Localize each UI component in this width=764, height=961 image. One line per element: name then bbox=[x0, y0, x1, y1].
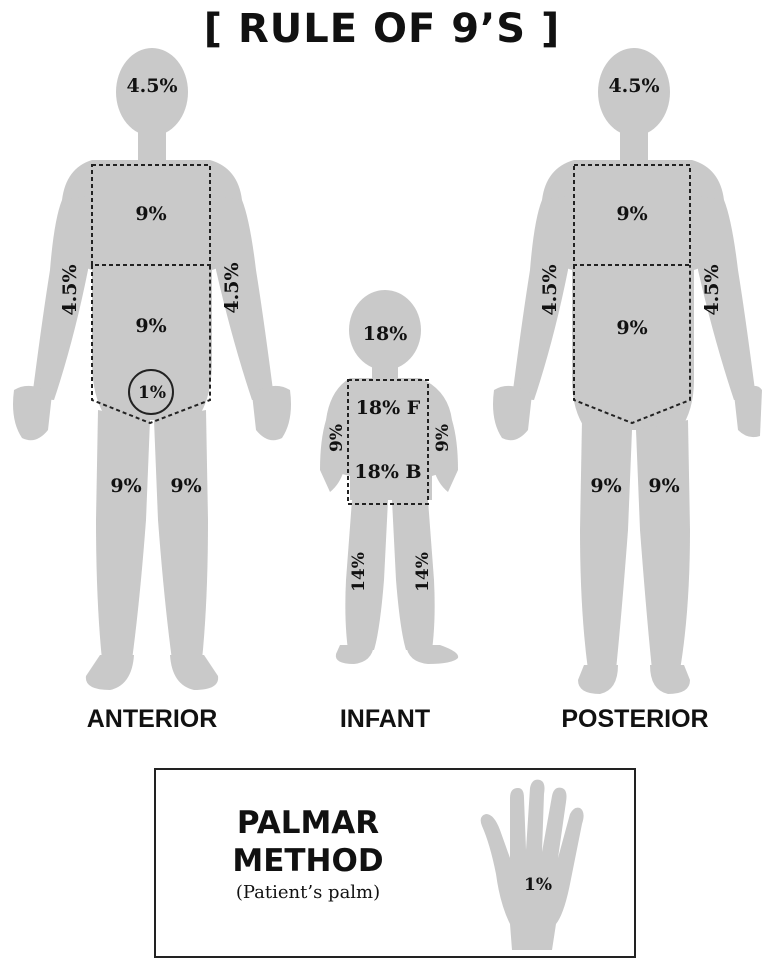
palm-hand-icon: 1% bbox=[466, 774, 606, 954]
anterior-label: ANTERIOR bbox=[62, 705, 242, 734]
anterior-figure bbox=[13, 48, 291, 690]
infant-label: INFANT bbox=[315, 705, 455, 734]
anterior-left-leg bbox=[96, 410, 150, 660]
anterior-left-foot bbox=[86, 655, 134, 690]
palm-hand-path bbox=[481, 780, 584, 950]
anterior-head-value: 4.5% bbox=[126, 75, 177, 97]
palm-hand-shape bbox=[481, 780, 584, 950]
posterior-right-hand bbox=[734, 386, 762, 437]
posterior-torso bbox=[542, 160, 724, 430]
anterior-left-hand bbox=[13, 386, 52, 440]
anterior-right-arm-value: 4.5% bbox=[221, 262, 243, 313]
infant-left-foot bbox=[336, 645, 374, 664]
infant-trunk-back-value: 18% B bbox=[354, 461, 421, 483]
posterior-left-arm-value: 4.5% bbox=[539, 264, 561, 315]
posterior-upper-back-value: 9% bbox=[616, 203, 647, 225]
infant-right-leg-value: 14% bbox=[413, 552, 433, 592]
anterior-left-arm-value: 4.5% bbox=[59, 264, 81, 315]
anterior-right-foot bbox=[170, 655, 218, 690]
posterior-left-leg-value: 9% bbox=[590, 475, 621, 497]
palmar-method-title: PALMAR METHOD bbox=[208, 804, 408, 880]
anterior-genital-value: 1% bbox=[138, 383, 166, 403]
palmar-title-line1: PALMAR bbox=[208, 804, 408, 842]
posterior-left-leg bbox=[580, 420, 632, 670]
anterior-right-hand bbox=[252, 386, 291, 440]
infant-trunk-front-value: 18% F bbox=[356, 397, 421, 419]
posterior-left-hand bbox=[493, 386, 532, 440]
palm-value: 1% bbox=[524, 875, 552, 895]
anterior-right-leg bbox=[154, 410, 208, 660]
posterior-lower-back-value: 9% bbox=[616, 317, 647, 339]
posterior-head-value: 4.5% bbox=[608, 75, 659, 97]
infant-left-arm-value: 9% bbox=[327, 424, 347, 452]
anterior-neck bbox=[138, 128, 166, 162]
anterior-left-leg-value: 9% bbox=[110, 475, 141, 497]
anterior-right-leg-value: 9% bbox=[170, 475, 201, 497]
palmar-subtitle: (Patient’s palm) bbox=[208, 882, 408, 903]
infant-right-foot bbox=[406, 645, 458, 664]
posterior-right-arm-value: 4.5% bbox=[701, 264, 723, 315]
anterior-chest-value: 9% bbox=[135, 203, 166, 225]
posterior-left-foot bbox=[578, 665, 618, 694]
posterior-neck bbox=[620, 128, 648, 162]
palmar-method-box: PALMAR METHOD (Patient’s palm) 1% bbox=[154, 768, 636, 958]
posterior-figure bbox=[493, 48, 762, 694]
palmar-title-line2: METHOD bbox=[208, 842, 408, 880]
posterior-right-leg bbox=[636, 420, 690, 670]
anterior-abdomen-value: 9% bbox=[135, 315, 166, 337]
posterior-label: POSTERIOR bbox=[540, 705, 730, 734]
infant-right-arm-value: 9% bbox=[433, 424, 453, 452]
posterior-right-foot bbox=[650, 665, 690, 694]
posterior-right-leg-value: 9% bbox=[648, 475, 679, 497]
infant-left-leg-value: 14% bbox=[349, 552, 369, 592]
anterior-torso bbox=[62, 160, 242, 420]
infant-head-value: 18% bbox=[363, 323, 408, 345]
